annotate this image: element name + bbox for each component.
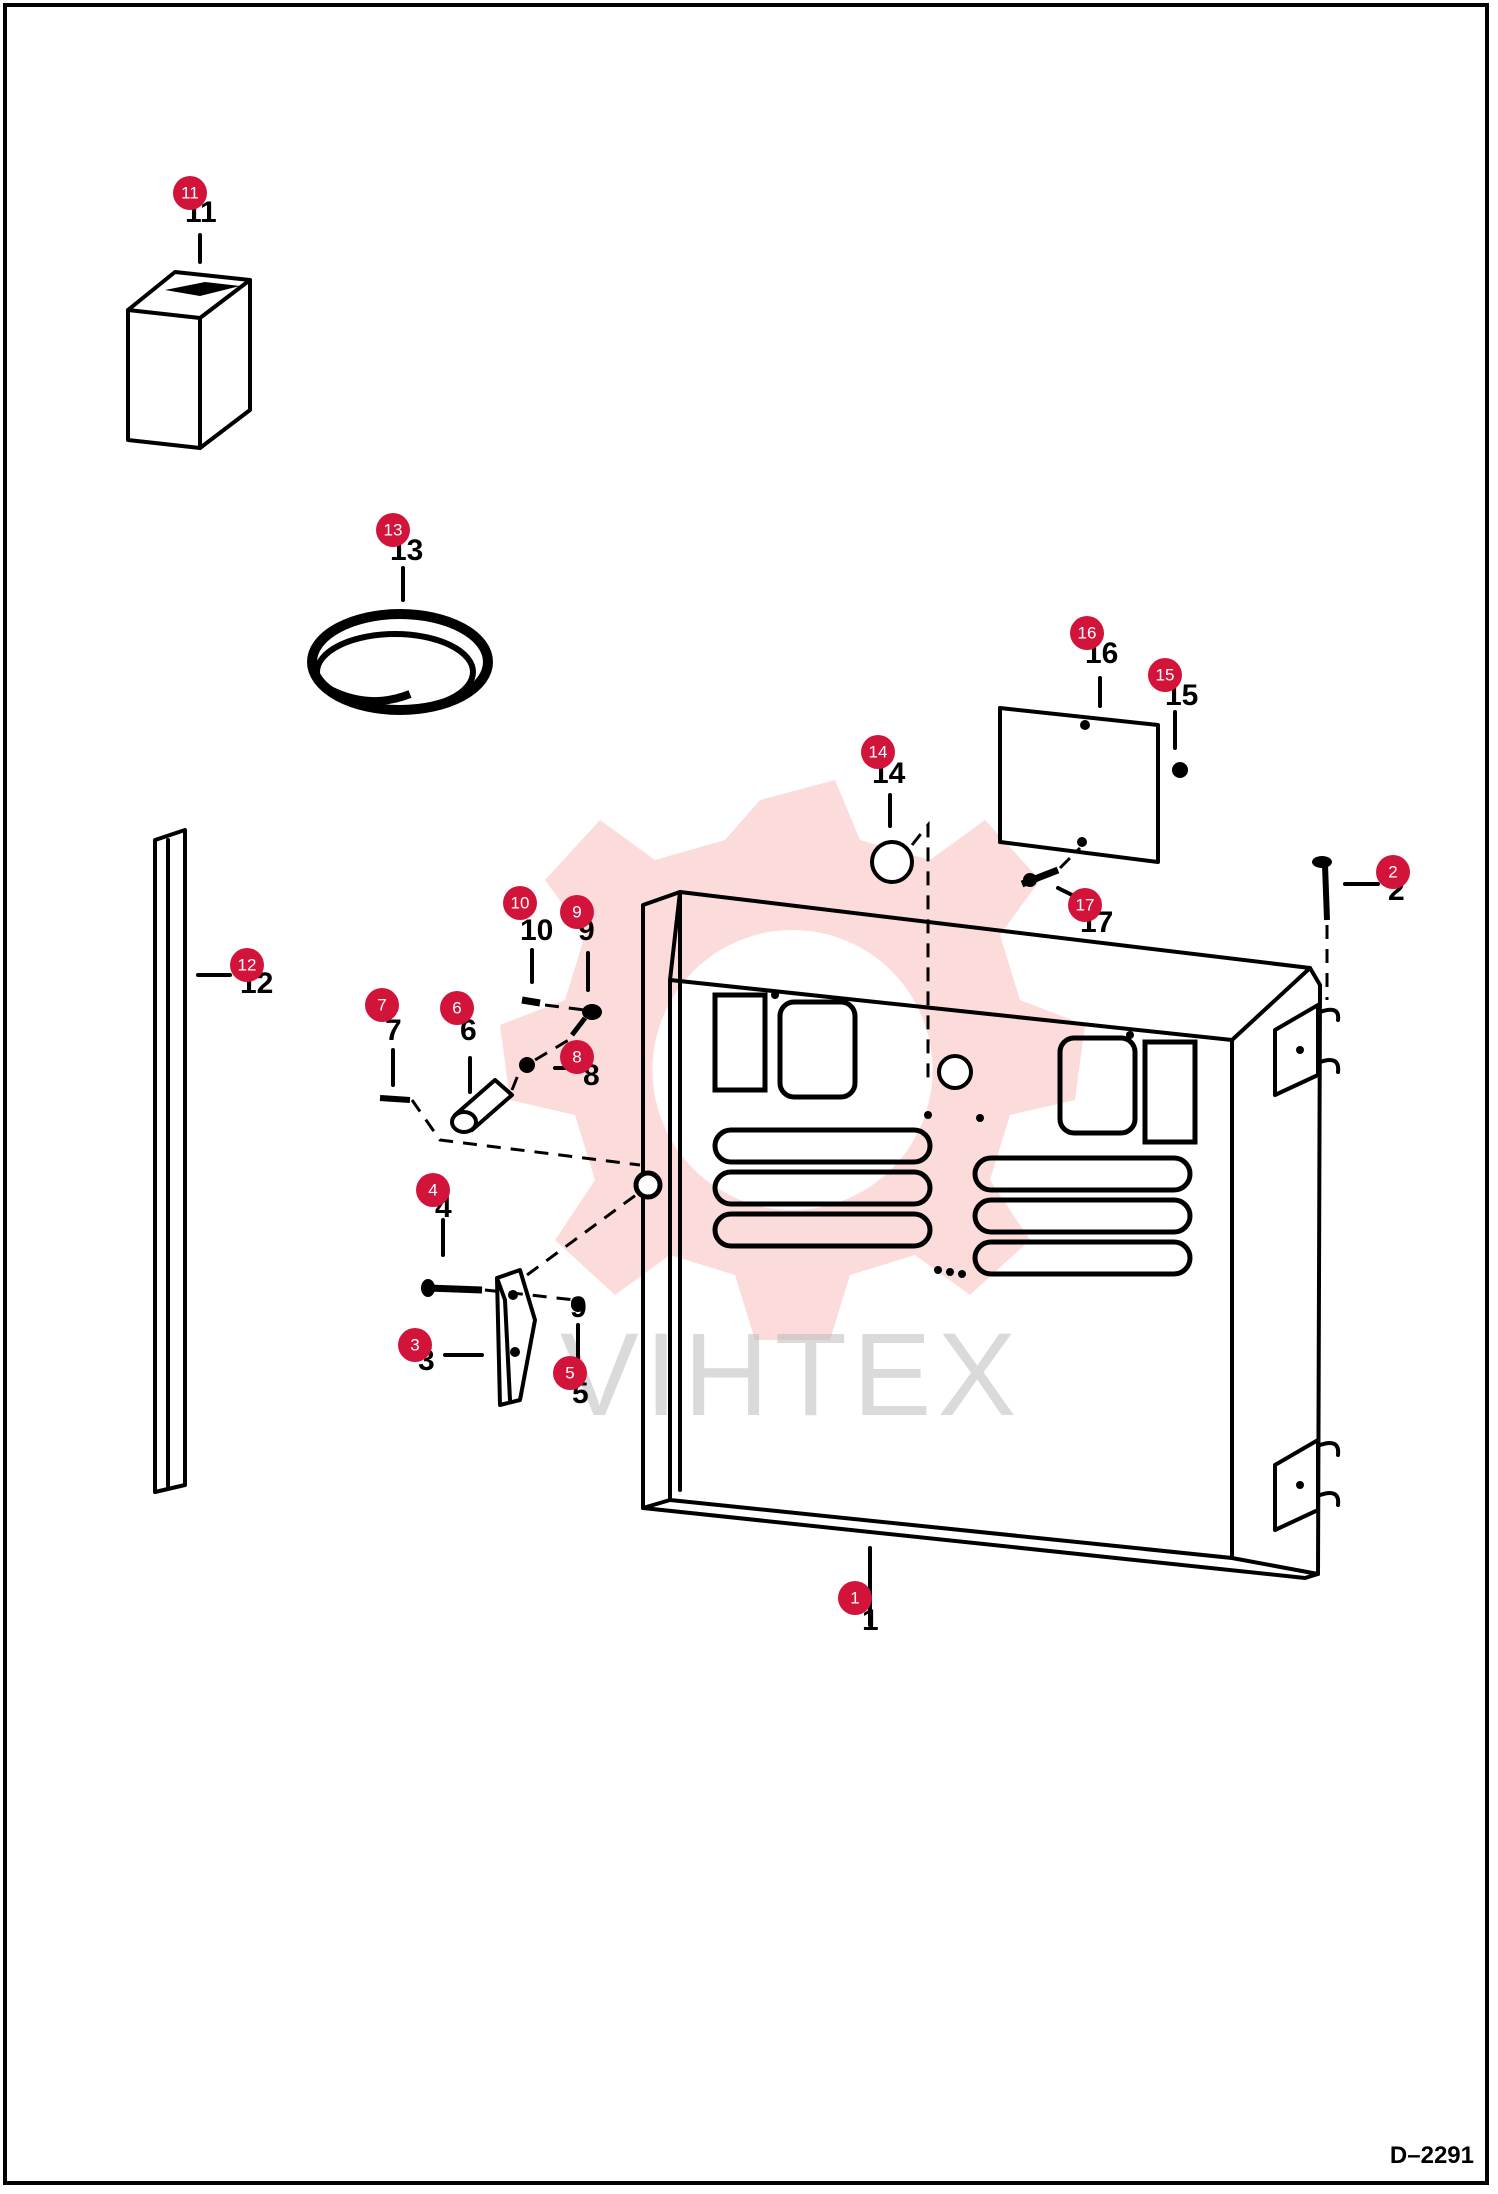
marker-17[interactable]: 17 xyxy=(1068,888,1102,922)
marker-7[interactable]: 7 xyxy=(365,988,399,1022)
marker-2[interactable]: 2 xyxy=(1376,855,1410,889)
marker-13[interactable]: 13 xyxy=(376,513,410,547)
part-16-plate xyxy=(998,676,1160,864)
marker-6[interactable]: 6 xyxy=(440,991,474,1025)
marker-4[interactable]: 4 xyxy=(416,1173,450,1207)
marker-8[interactable]: 8 xyxy=(560,1040,594,1074)
svg-text:16: 16 xyxy=(1078,624,1097,643)
part-9-fitting xyxy=(544,951,602,1037)
svg-text:12: 12 xyxy=(238,956,257,975)
svg-text:11: 11 xyxy=(181,184,199,203)
callout-7: 7 xyxy=(385,1014,402,1047)
svg-text:10: 10 xyxy=(511,894,530,913)
watermark-gear-icon xyxy=(500,780,1085,1340)
part-3-latch-bracket xyxy=(443,1190,641,1407)
marker-12[interactable]: 12 xyxy=(230,948,264,982)
svg-text:17: 17 xyxy=(1076,896,1095,915)
svg-text:14: 14 xyxy=(869,743,888,762)
part-13-hose xyxy=(307,566,493,715)
callout-9-lower: 9 xyxy=(570,1291,587,1324)
part-1-door-panel xyxy=(633,890,1341,1627)
svg-text:15: 15 xyxy=(1156,666,1175,685)
marker-9[interactable]: 9 xyxy=(560,895,594,929)
marker-3[interactable]: 3 xyxy=(398,1328,432,1362)
marker-15[interactable]: 15 xyxy=(1148,658,1182,692)
marker-1[interactable]: 1 xyxy=(838,1581,872,1615)
part-7-rod xyxy=(379,1048,641,1167)
part-2-pin xyxy=(1312,856,1380,1000)
part-14-plug xyxy=(870,793,930,1080)
callout-1: 1 xyxy=(862,1604,879,1637)
part-6-sleeve xyxy=(450,1056,522,1134)
svg-text:2: 2 xyxy=(1388,863,1397,882)
callout-10: 10 xyxy=(520,914,553,947)
part-5-nut xyxy=(571,1298,585,1362)
marker-10[interactable]: 10 xyxy=(503,886,537,920)
part-11-box xyxy=(126,233,252,450)
marker-11[interactable]: 11 xyxy=(173,176,207,210)
svg-text:9: 9 xyxy=(572,903,581,922)
svg-text:1: 1 xyxy=(850,1589,859,1608)
marker-5[interactable]: 5 xyxy=(553,1356,587,1390)
svg-text:6: 6 xyxy=(452,999,461,1018)
part-10-pin xyxy=(521,948,541,1007)
marker-14[interactable]: 14 xyxy=(861,735,895,769)
svg-text:5: 5 xyxy=(565,1364,574,1383)
drawing-frame xyxy=(3,3,1489,2185)
part-15-nut xyxy=(1172,710,1188,778)
part-4-bolt xyxy=(421,1218,576,1302)
svg-text:13: 13 xyxy=(384,521,403,540)
marker-16[interactable]: 16 xyxy=(1070,616,1104,650)
part-12-strip xyxy=(153,828,232,1494)
svg-text:3: 3 xyxy=(410,1336,419,1355)
drawing-number: D–2291 xyxy=(1389,2142,1474,2169)
svg-text:8: 8 xyxy=(572,1048,581,1067)
svg-text:4: 4 xyxy=(428,1181,437,1200)
svg-text:7: 7 xyxy=(377,996,386,1015)
watermark-text: VIHTEX xyxy=(560,1309,1022,1441)
